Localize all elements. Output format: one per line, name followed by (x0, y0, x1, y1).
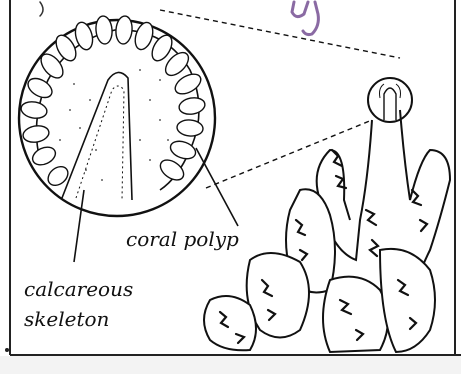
label-skeleton: skeleton (24, 307, 109, 331)
polyp-tip-circle (368, 78, 412, 122)
label-calcareous: calcareous (24, 277, 133, 301)
ink-dot (5, 348, 9, 352)
bottom-strip (0, 356, 461, 374)
label-coral-polyp: coral polyp (126, 227, 239, 251)
